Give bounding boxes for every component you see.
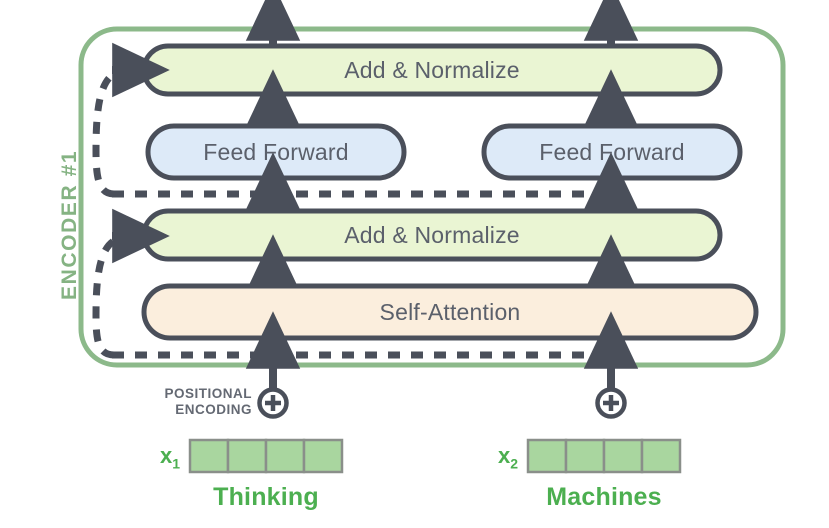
embedding-cell <box>188 438 230 474</box>
embedding-var-index: 2 <box>510 455 519 472</box>
embedding-var-name: x <box>498 443 511 468</box>
embedding-cell <box>526 438 568 474</box>
feed-forward-left-label: Feed Forward <box>203 139 349 165</box>
positional-encoding-line2: ENCODING <box>175 401 252 417</box>
positional-encoding-plus-right <box>595 387 627 419</box>
self-attention-label: Self-Attention <box>379 299 521 325</box>
encoder-border <box>78 26 786 368</box>
embedding-var-name: x <box>160 443 173 468</box>
embedding-cell <box>302 438 344 474</box>
positional-encoding-line1: POSITIONAL <box>164 386 252 401</box>
token-word-thinking: Thinking <box>213 483 319 511</box>
feed-forward-right-label: Feed Forward <box>539 139 685 165</box>
token-word-machines: Machines <box>546 483 662 511</box>
positional-encoding-plus-left <box>257 387 289 419</box>
encoder-label: ENCODER #1 <box>58 149 81 300</box>
embedding-cell <box>226 438 268 474</box>
embedding-vector-x1 <box>188 438 344 474</box>
residual-hook-lower <box>92 235 120 359</box>
embedding-vector-x2 <box>526 438 682 474</box>
embedding-var-x1: x1 <box>160 443 180 471</box>
embedding-cell <box>640 438 682 474</box>
add-normalize-bottom-label: Add & Normalize <box>344 222 520 248</box>
embedding-var-x2: x2 <box>498 443 518 471</box>
embedding-cell <box>602 438 644 474</box>
embedding-cell <box>564 438 606 474</box>
embedding-cell <box>264 438 306 474</box>
add-normalize-top-label: Add & Normalize <box>344 57 520 83</box>
residual-hook-upper <box>92 68 120 198</box>
positional-encoding-label: POSITIONAL ENCODING <box>130 386 252 418</box>
embedding-var-index: 1 <box>172 455 181 472</box>
